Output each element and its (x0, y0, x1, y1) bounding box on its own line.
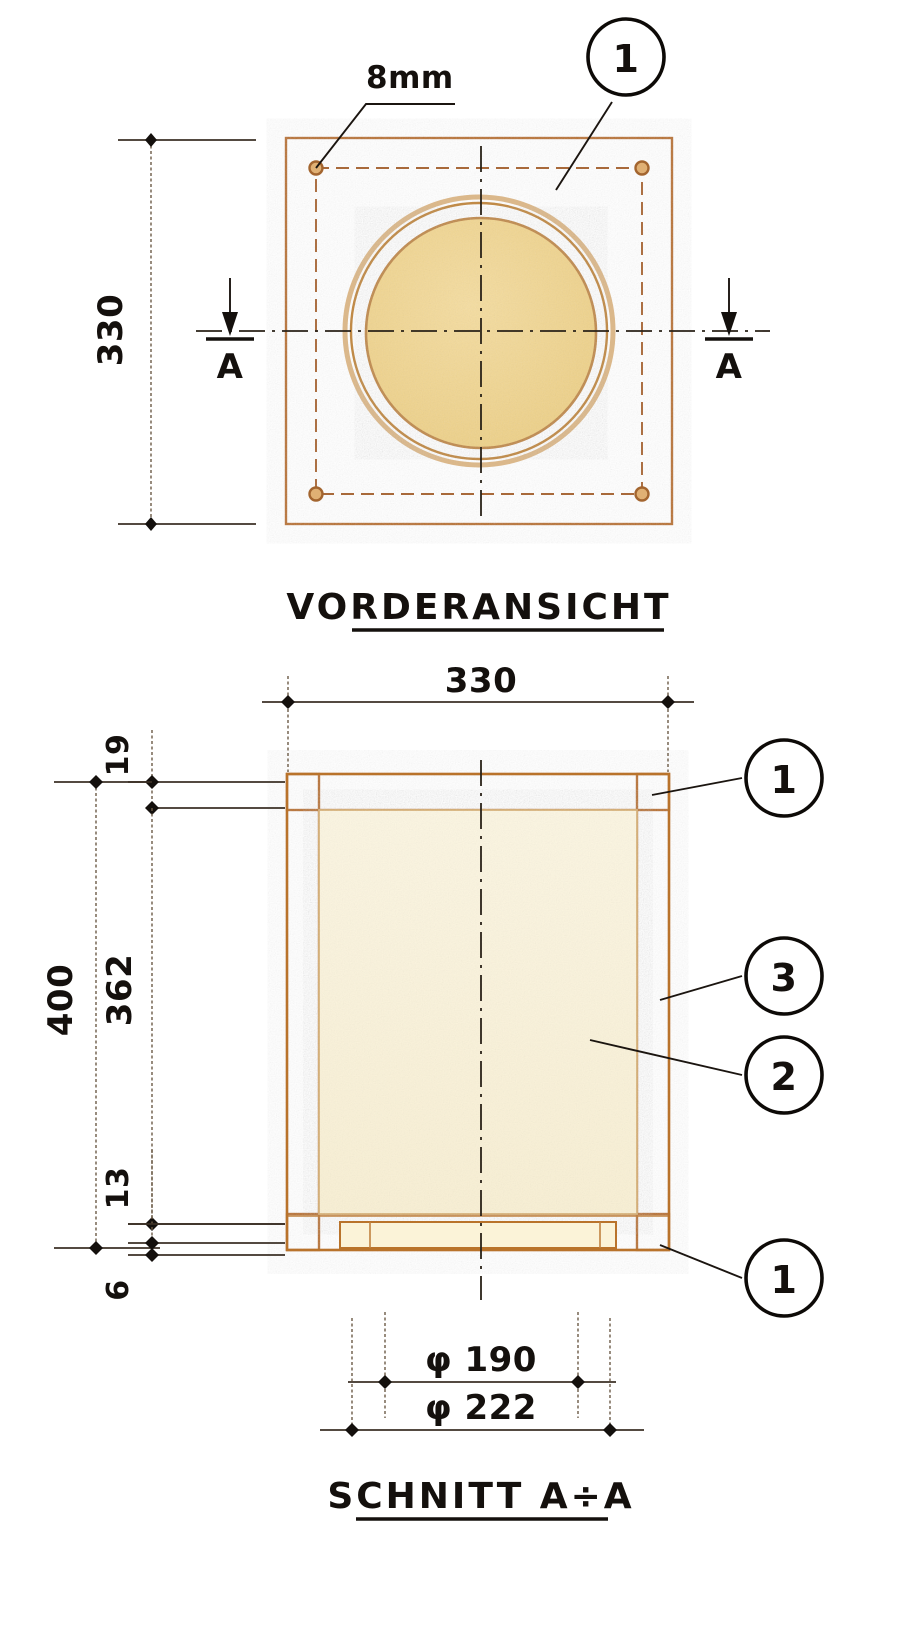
dim-400-bottom-tick (89, 1241, 103, 1255)
section-balloon-bottom[interactable]: 1 (659, 1238, 824, 1318)
section-balloon-top-leader (651, 777, 743, 796)
section-view-group: 330 19 362 400 (41, 661, 824, 1521)
section-balloon-wall-circle (744, 936, 824, 1016)
dim-13-value: 13 (101, 1167, 136, 1210)
front-height-top-tick (145, 133, 157, 147)
front-height-value: 330 (91, 294, 131, 366)
section-width-left-tick (281, 695, 295, 709)
dim-19-value: 19 (101, 734, 136, 777)
front-balloon-1-leader (555, 101, 613, 191)
section-arrow-left-letter: A (217, 347, 244, 387)
section-balloon-top-circle (744, 738, 824, 818)
front-view-group: 330 8mm 1 A A VORDERANSICHT (91, 17, 770, 632)
hole-note-callout: 8mm (315, 60, 455, 169)
front-balloon-1[interactable]: 1 (555, 17, 666, 191)
hole-note-leader (315, 103, 455, 169)
dim-bottom-thickness: 6 (101, 1236, 285, 1301)
section-arrow-left-head (222, 312, 238, 336)
front-height-dimension: 330 (91, 133, 256, 531)
cabinet-inner-cavity (318, 809, 638, 1215)
bore-222-left-tick (345, 1423, 359, 1437)
bore-190-right-tick (571, 1375, 585, 1389)
cabinet-top-wall (285, 772, 671, 812)
section-width-value: 330 (445, 661, 517, 701)
section-balloon-wall[interactable]: 3 (659, 936, 824, 1016)
front-view-title: VORDERANSICHT (286, 587, 671, 628)
dim-inner-height: 362 (100, 808, 285, 1231)
section-arrow-right: A (705, 278, 753, 387)
front-height-bottom-tick (145, 517, 157, 531)
dim-6-value: 6 (101, 1279, 136, 1300)
front-balloon-1-label: 1 (613, 37, 640, 81)
section-balloon-bottom-label: 1 (771, 1258, 798, 1302)
section-arrow-right-head (721, 312, 737, 336)
dim-400-top-tick (89, 775, 103, 789)
section-balloon-bottom-circle (744, 1238, 824, 1318)
section-arrow-left: A (206, 278, 254, 387)
dim-6-bottom-tick (145, 1248, 159, 1262)
dim-400-value: 400 (41, 964, 81, 1036)
dim-top-thickness: 19 (101, 730, 285, 815)
cabinet-right-wall (635, 772, 671, 1252)
mounting-hole-bottom-right (634, 486, 650, 502)
section-balloon-inner-circle (744, 1035, 824, 1115)
front-balloon-1-circle (586, 17, 666, 97)
section-balloon-inner[interactable]: 2 (589, 1035, 824, 1115)
cabinet-bottom-detail (287, 1215, 669, 1249)
mounting-hole-bottom-left (308, 486, 324, 502)
section-balloon-wall-leader (659, 975, 743, 1001)
section-arrow-right-letter: A (716, 347, 743, 387)
section-width-dimension: 330 (262, 661, 694, 772)
section-width-right-tick (661, 695, 675, 709)
mounting-holes (308, 160, 650, 502)
section-view-title: SCHNITT A÷A (327, 1476, 634, 1517)
front-view-title-group: VORDERANSICHT (286, 587, 671, 632)
dim-bottom-gap: 13 (101, 1150, 285, 1250)
bottom-port-opening (339, 1221, 617, 1249)
mounting-hole-top-right (634, 160, 650, 176)
cabinet-left-wall (285, 772, 321, 1252)
section-view-title-group: SCHNITT A÷A (327, 1476, 634, 1521)
dim-362-value: 362 (100, 954, 140, 1026)
section-balloon-top-label: 1 (771, 758, 798, 802)
cabinet-outer-outline (285, 772, 671, 1252)
dim-overall-height: 400 (41, 775, 160, 1255)
bore-outer-dimension: φ 222 (320, 1318, 644, 1437)
section-balloon-bottom-leader (659, 1244, 743, 1279)
section-balloon-top[interactable]: 1 (651, 738, 824, 818)
dim-6-top-tick (145, 1236, 159, 1250)
bore-190-value: φ 190 (425, 1340, 537, 1380)
bore-190-left-tick (378, 1375, 392, 1389)
bore-inner-dimension: φ 190 (348, 1312, 616, 1418)
bore-222-right-tick (603, 1423, 617, 1437)
bore-222-value: φ 222 (425, 1388, 537, 1428)
section-balloon-inner-leader (589, 1039, 743, 1076)
section-balloon-inner-label: 2 (771, 1055, 798, 1099)
section-balloon-wall-label: 3 (771, 956, 798, 1000)
hole-note-text: 8mm (366, 60, 454, 96)
